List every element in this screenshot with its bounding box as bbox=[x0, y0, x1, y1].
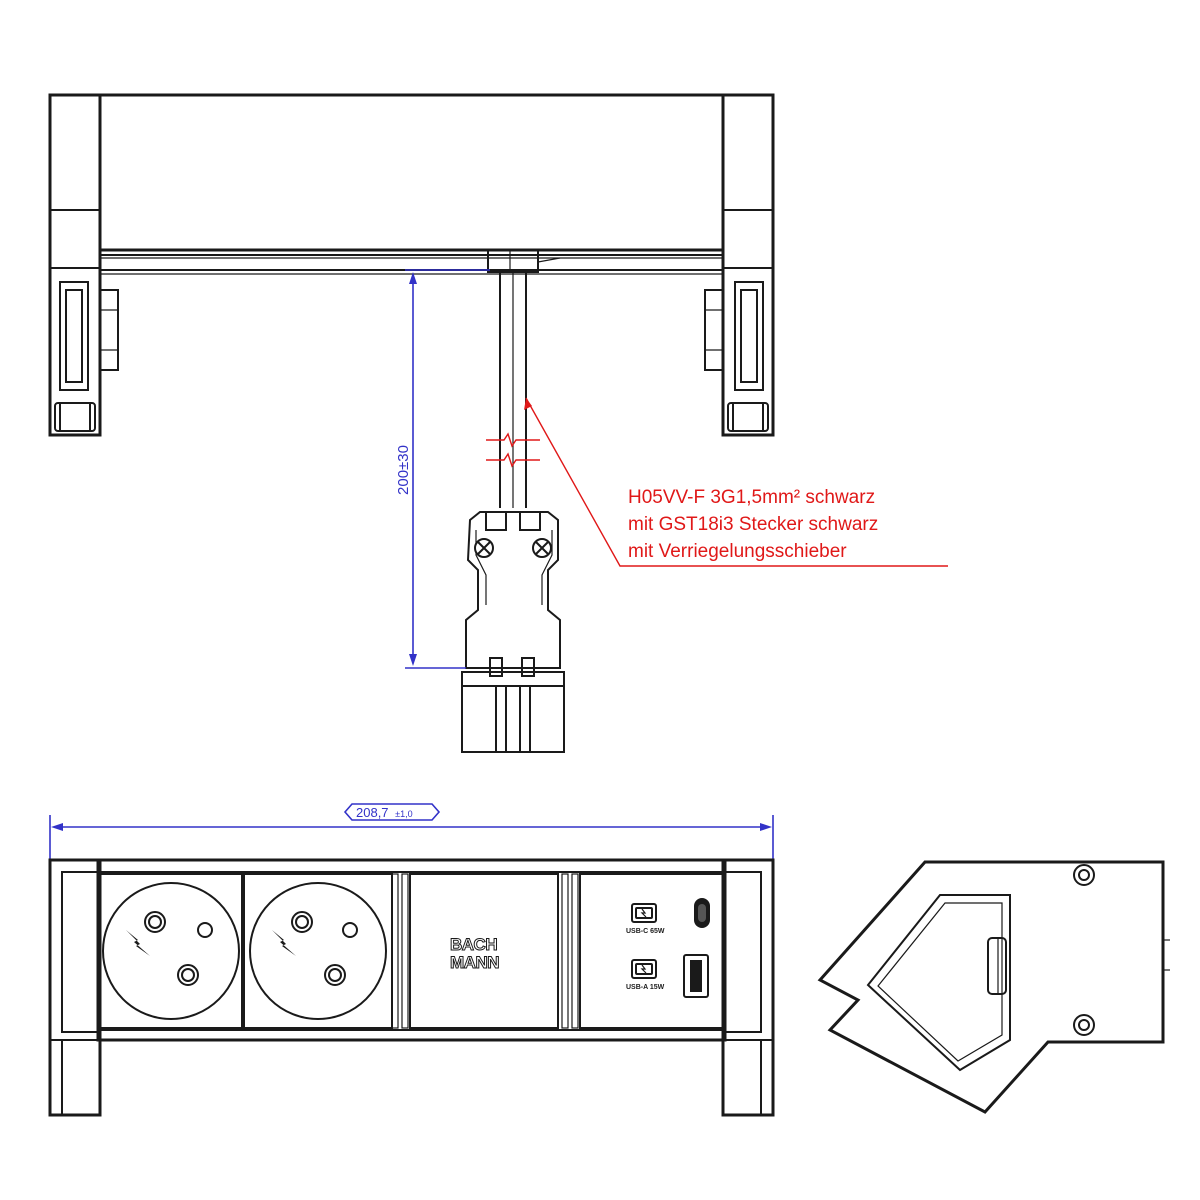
gst18-plug bbox=[461, 511, 565, 753]
usb-module: USB-C 65W USB-A 15W bbox=[579, 873, 724, 1029]
french-socket-1 bbox=[99, 873, 243, 1029]
socket-hole bbox=[324, 964, 346, 986]
side-screw-icon bbox=[1073, 864, 1095, 886]
socket-hole bbox=[291, 911, 313, 933]
usb-c-charging-icon bbox=[631, 903, 657, 923]
socket-hole bbox=[197, 922, 213, 938]
earth-pin bbox=[295, 915, 309, 929]
top-view-body bbox=[98, 93, 725, 275]
cable-note-line2: mit GST18i3 Stecker schwarz bbox=[628, 514, 878, 535]
side-view bbox=[817, 860, 1170, 1114]
usb-a-label: USB-A 15W bbox=[626, 984, 665, 991]
side-screw-icon bbox=[1073, 1014, 1095, 1036]
cable-note: H05VV-F 3G1,5mm² schwarz mit GST18i3 Ste… bbox=[524, 397, 948, 567]
usb-a-port bbox=[683, 954, 709, 998]
earth-pin bbox=[328, 968, 342, 982]
svg-text:208,7 ±1,0: 208,7 ±1,0 bbox=[356, 805, 413, 820]
front-view: BACH MANN USB-C 65W USB-A 15W bbox=[48, 858, 775, 1117]
top-view: 200±30 H05VV-F 3G1,5mm² schwarz mit GST1… bbox=[48, 93, 948, 753]
bachmann-logo-line2: MANN bbox=[450, 953, 499, 972]
width-dimension: 208,7 ±1,0 bbox=[49, 803, 774, 860]
cable-note-line3: mit Verriegelungsschieber bbox=[628, 541, 847, 562]
socket-hole bbox=[342, 922, 358, 938]
earth-pin bbox=[181, 968, 195, 982]
usb-a-charging-icon bbox=[631, 959, 657, 979]
socket-hole bbox=[144, 911, 166, 933]
cable bbox=[486, 272, 540, 508]
lightning-icon bbox=[126, 930, 150, 956]
cable-break-mark bbox=[486, 432, 540, 448]
blank-module: BACH MANN bbox=[409, 873, 559, 1029]
cable-length-dimension: 200±30 bbox=[395, 269, 490, 669]
cable-note-leader bbox=[525, 397, 948, 567]
cable-note-line1: H05VV-F 3G1,5mm² schwarz bbox=[628, 487, 875, 508]
width-value: 208,7 bbox=[356, 805, 389, 820]
width-tolerance: ±1,0 bbox=[395, 809, 412, 819]
usb-c-label: USB-C 65W bbox=[626, 928, 665, 935]
socket-hole bbox=[177, 964, 199, 986]
french-socket-2 bbox=[243, 873, 393, 1029]
earth-pin bbox=[148, 915, 162, 929]
lightning-icon bbox=[272, 930, 296, 956]
cable-length-label: 200±30 bbox=[395, 445, 412, 495]
top-view-right-end-cap bbox=[704, 93, 775, 437]
bachmann-logo-line1: BACH bbox=[450, 935, 497, 954]
cable-break-mark bbox=[486, 452, 540, 468]
top-view-left-end-cap bbox=[48, 93, 119, 437]
